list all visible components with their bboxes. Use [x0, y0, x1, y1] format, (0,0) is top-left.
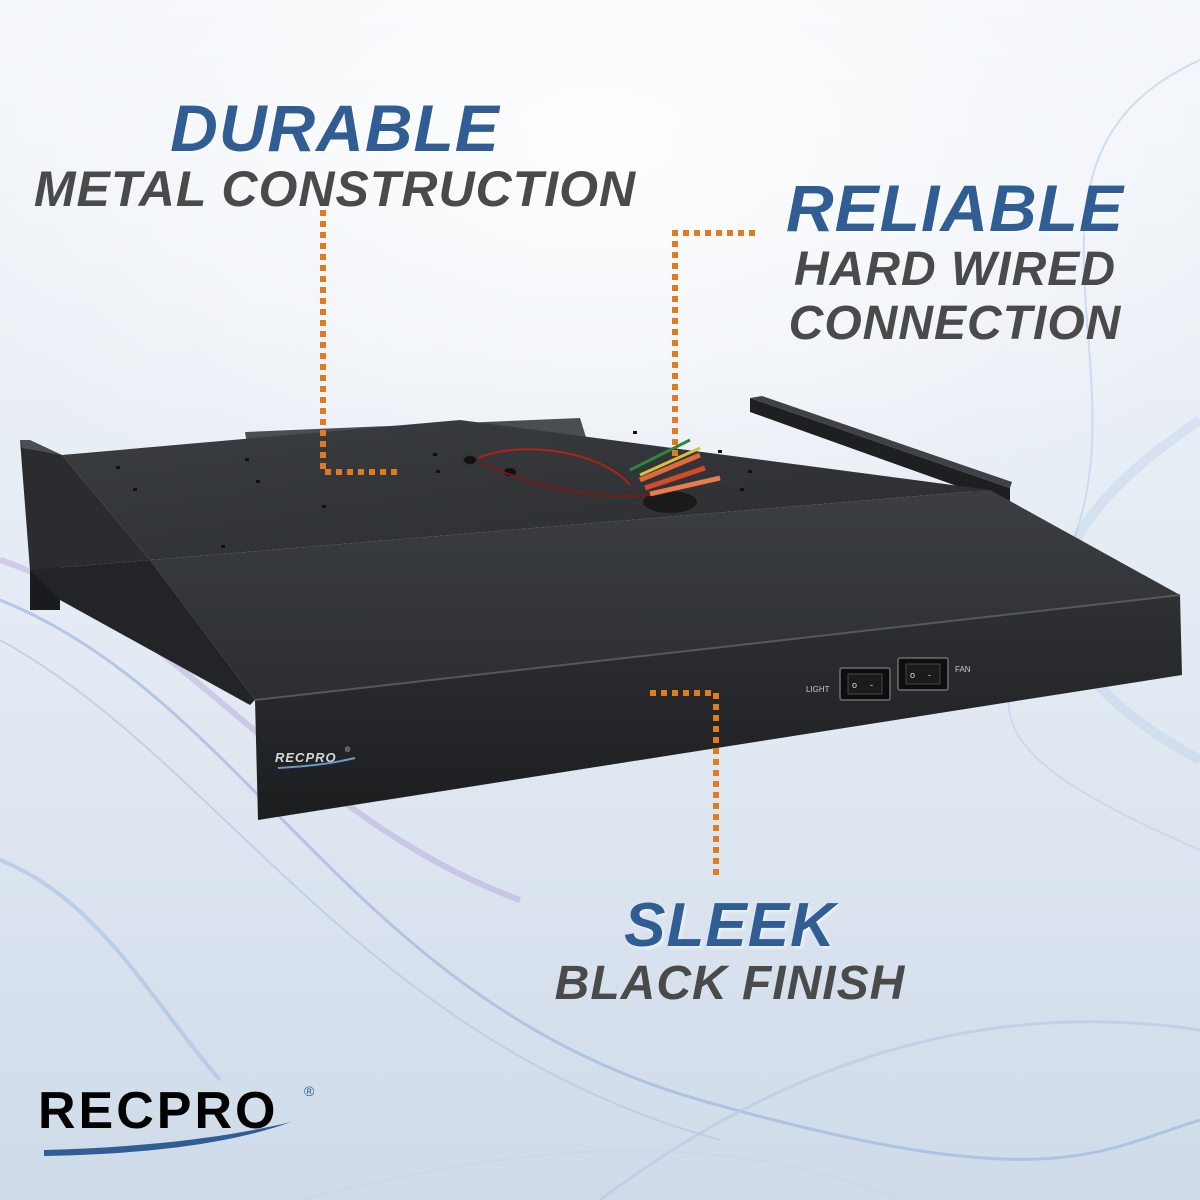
light-switch-label: LIGHT — [806, 685, 830, 694]
svg-text:o: o — [852, 680, 857, 690]
wiring-icon — [462, 438, 721, 515]
switch-panel: LIGHT o - o - FAN — [806, 657, 971, 701]
brand-logo-text: RECPRO — [38, 1082, 278, 1140]
front-logo-mark: ® — [345, 746, 351, 754]
reliable-subtext-line2: CONNECTION — [788, 297, 1122, 351]
reliable-leader-line — [672, 230, 755, 460]
sleek-headline: SLEEK — [624, 891, 836, 960]
svg-text:-: - — [870, 680, 873, 690]
brand-swoosh-icon — [44, 1122, 291, 1156]
front-logo: RECPRO — [275, 750, 337, 765]
durable-callout: DURABLE METAL CONSTRUCTION — [30, 95, 640, 216]
durable-leader-line — [320, 210, 400, 475]
sleek-leader-line — [650, 690, 719, 880]
fan-switch-label: FAN — [955, 665, 971, 674]
svg-text:-: - — [928, 670, 931, 680]
reliable-callout: RELIABLE HARD WIRED CONNECTION — [770, 175, 1140, 350]
reliable-headline: RELIABLE — [786, 171, 1124, 245]
svg-text:o: o — [910, 670, 915, 680]
reliable-subtext-line1: HARD WIRED — [794, 243, 1116, 296]
durable-headline: DURABLE — [170, 91, 500, 165]
sleek-subtext: BLACK FINISH — [554, 957, 906, 1010]
sleek-callout: SLEEK BLACK FINISH — [520, 895, 940, 1009]
brand-logo: RECPRO ® — [38, 1082, 315, 1156]
durable-subtext: METAL CONSTRUCTION — [33, 161, 637, 217]
brand-registered-mark: ® — [304, 1083, 315, 1099]
